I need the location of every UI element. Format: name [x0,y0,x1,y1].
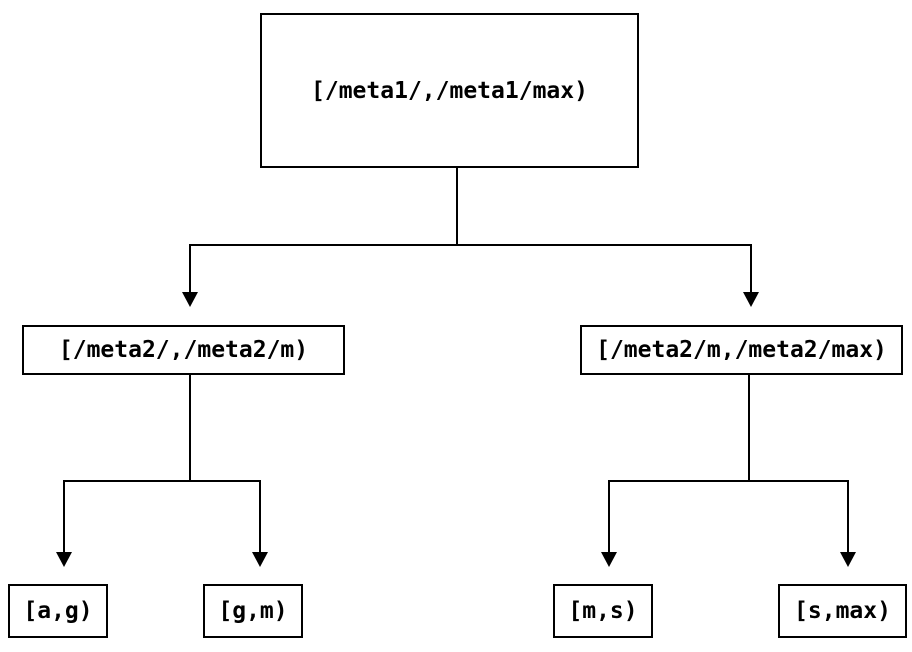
node-meta2-right-range: [/meta2/m,/meta2/max) [580,325,903,375]
arrowhead-down-icon [601,552,617,567]
node-meta2-left-range: [/meta2/,/meta2/m) [22,325,345,375]
edge-root-to-meta2-left [182,168,458,307]
edge-meta2-right-to-leaf-smax [748,375,856,567]
node-leaf-range-g-m: [g,m) [203,584,303,638]
edge-meta2-left-to-leaf-gm [189,375,268,567]
edge-meta2-left-to-leaf-ag [56,375,191,567]
arrowhead-down-icon [252,552,268,567]
edge-meta2-right-to-leaf-ms [601,375,750,567]
node-leaf-range-m-s: [m,s) [553,584,653,638]
node-root-range: [/meta1/,/meta1/max) [260,13,639,168]
arrowhead-down-icon [56,552,72,567]
arrowhead-down-icon [182,292,198,307]
node-leaf-range-a-g: [a,g) [8,584,108,638]
arrowhead-down-icon [840,552,856,567]
arrowhead-down-icon [743,292,759,307]
edge-root-to-meta2-right [456,168,759,307]
node-leaf-range-s-max: [s,max) [778,584,907,638]
